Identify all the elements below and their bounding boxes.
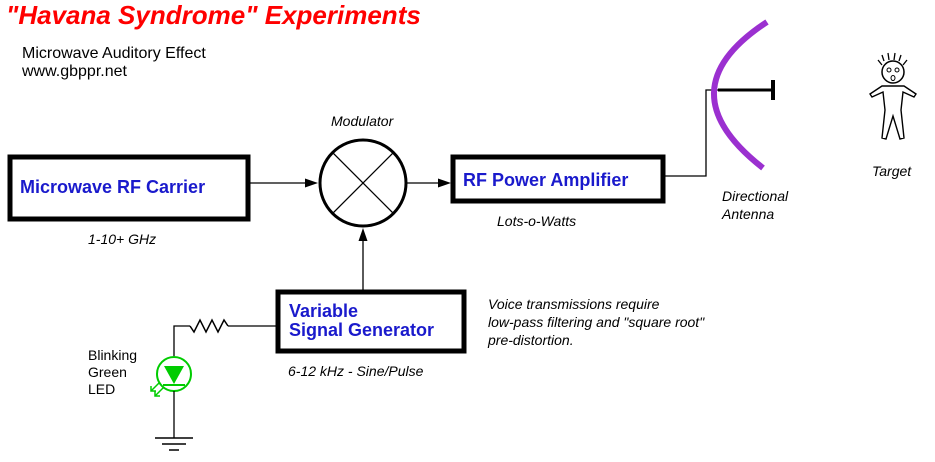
resistor-zigzag-icon: [189, 318, 229, 334]
page-title: "Havana Syndrome" Experiments: [6, 0, 421, 30]
amplifier-box: [450, 154, 666, 204]
amplifier-to-antenna-line: [665, 89, 718, 177]
carrier-note: 1-10+ GHz: [88, 231, 156, 247]
generator-block: Variable Signal Generator: [275, 289, 467, 354]
generator-to-modulator-arrowhead: [358, 228, 368, 241]
website: www.gbppr.net: [21, 63, 128, 80]
resistor-to-led-wire: [173, 325, 190, 356]
target-label: Target: [872, 163, 912, 179]
led-label-line3: LED: [88, 381, 115, 397]
generator-label-line2: Signal Generator: [289, 320, 434, 340]
mixer-x-circle-icon: [318, 138, 408, 228]
carrier-label: Microwave RF Carrier: [20, 177, 205, 197]
voice-note-line3: pre-distortion.: [487, 332, 574, 348]
target-head: [881, 60, 905, 84]
carrier-to-modulator-arrowhead: [305, 178, 318, 188]
led-diode-icon: [150, 356, 192, 397]
subtitle: Microwave Auditory Effect: [22, 45, 206, 62]
generator-label-line1: Variable: [289, 301, 358, 321]
led-label-line2: Green: [88, 364, 127, 380]
led-ray-2: [154, 386, 165, 397]
voice-note-line2: low-pass filtering and "square root": [488, 314, 705, 330]
generator-note: 6-12 kHz - Sine/Pulse: [288, 363, 424, 379]
led-triangle: [164, 366, 184, 384]
antenna-dish: [711, 19, 769, 171]
led-label-line1: Blinking: [88, 347, 137, 363]
antenna-label-line1: Directional: [722, 188, 789, 204]
led-ray-1: [150, 381, 161, 392]
generator-box: [275, 289, 467, 354]
ground-symbol-icon: [155, 437, 193, 451]
stick-figure-icon: [869, 52, 917, 140]
dish-antenna-icon: [711, 19, 775, 171]
antenna-label-line2: Antenna: [721, 206, 774, 222]
carrier-box: [7, 154, 251, 222]
amplifier-block: RF Power Amplifier: [450, 154, 666, 204]
voice-note-line1: Voice transmissions require: [488, 296, 660, 312]
modulator-label: Modulator: [331, 113, 395, 129]
amplifier-label: RF Power Amplifier: [463, 170, 628, 190]
amplifier-note: Lots-o-Watts: [497, 213, 576, 229]
modulator-cross-b: [332, 152, 394, 214]
carrier-block: Microwave RF Carrier: [7, 154, 251, 222]
modulator-to-amplifier-arrowhead: [438, 178, 451, 188]
target-body: [869, 85, 917, 140]
